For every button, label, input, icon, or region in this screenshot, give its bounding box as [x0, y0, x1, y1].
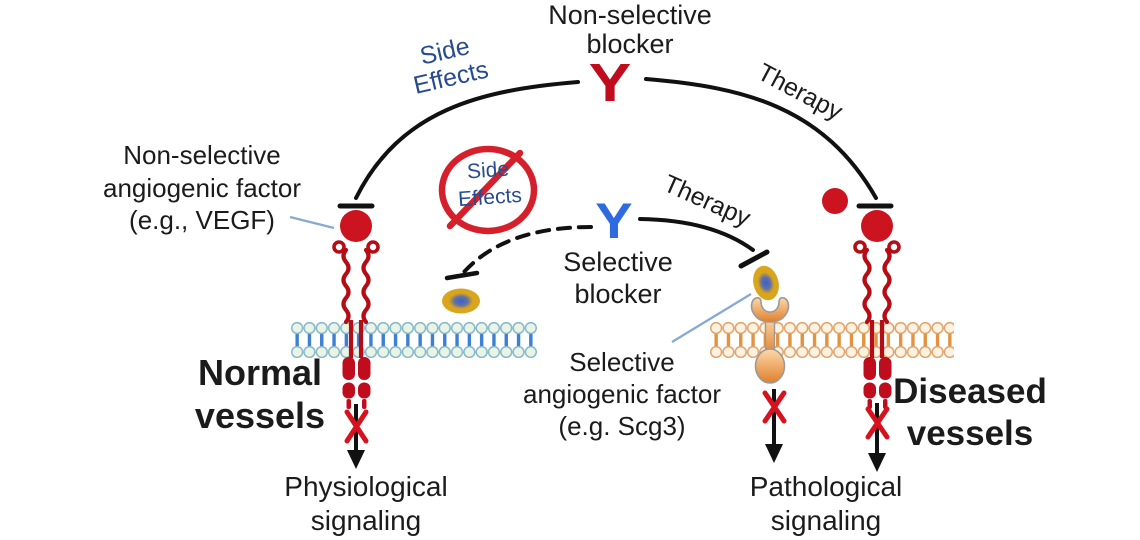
therapy-arc-right [644, 77, 878, 200]
normal-vessel-membrane [291, 322, 537, 358]
label-line: Diseased [893, 372, 1047, 411]
label-line: Non-selective [123, 140, 281, 170]
label-line: angiogenic factor [102, 172, 302, 203]
scg3-ligand-free-icon [442, 288, 480, 314]
therapy-arc-center [638, 217, 755, 252]
no-side-effects-sign-icon [438, 145, 538, 235]
scg3-ligand-bound-icon [753, 265, 779, 301]
nonselective-blocker-label: Non-selective blocker [520, 1, 740, 59]
inhibition-tbar-scg3-free-icon [444, 270, 480, 281]
vegf-ligand-free-icon [822, 188, 848, 214]
blocked-signal-arrow-normal [344, 404, 369, 469]
label-line: Pathological [749, 471, 903, 502]
diseased-vessel-membrane [710, 322, 954, 358]
label-line: (e.g. Scg3) [558, 411, 686, 441]
physiological-signaling-label: Physiological signaling [266, 470, 466, 538]
nonselective-factor-label: Non-selective angiogenic factor (e.g., V… [82, 139, 322, 237]
vegf-pointer-line [289, 215, 335, 230]
label-line: vessels [194, 395, 326, 436]
scg3-receptor [750, 296, 790, 384]
label-line: Normal [197, 352, 323, 393]
diseased-vessels-label: Diseased vessels [888, 371, 1052, 455]
label-line: Selective [569, 347, 675, 377]
selective-blocker-y-icon: Y [595, 193, 633, 249]
normal-vessels-label: Normal vessels [178, 351, 342, 437]
label-line: (e.g., VEGF) [129, 205, 275, 235]
label-line: Selective [563, 247, 673, 277]
label-line: blocker [574, 279, 662, 309]
scg3-pointer-line [671, 293, 752, 343]
selective-blocker-label: Selective blocker [518, 246, 718, 310]
pathological-signaling-label: Pathological signaling [726, 470, 926, 538]
blocked-signal-arrow-vegf-diseased [865, 403, 890, 472]
blocked-signal-arrow-scg3 [762, 389, 787, 463]
label-line: signaling [770, 505, 882, 536]
label-line: vessels [906, 414, 1034, 453]
selective-factor-label: Selective angiogenic factor (e.g. Scg3) [502, 346, 742, 442]
label-line: signaling [310, 505, 422, 536]
side-effects-arc [354, 80, 580, 200]
label-line: blocker [586, 29, 674, 59]
nonselective-blocker-y-icon: Y [588, 53, 632, 113]
avoided-side-effects-dashed-arc [462, 225, 593, 274]
no-side-effects-label: Side Effects [441, 154, 537, 214]
label-line: Non-selective [548, 0, 712, 30]
label-line: angiogenic factor [522, 379, 722, 409]
label-line: Physiological [284, 471, 448, 502]
inhibition-tbar-scg3-bound-icon [738, 249, 770, 269]
